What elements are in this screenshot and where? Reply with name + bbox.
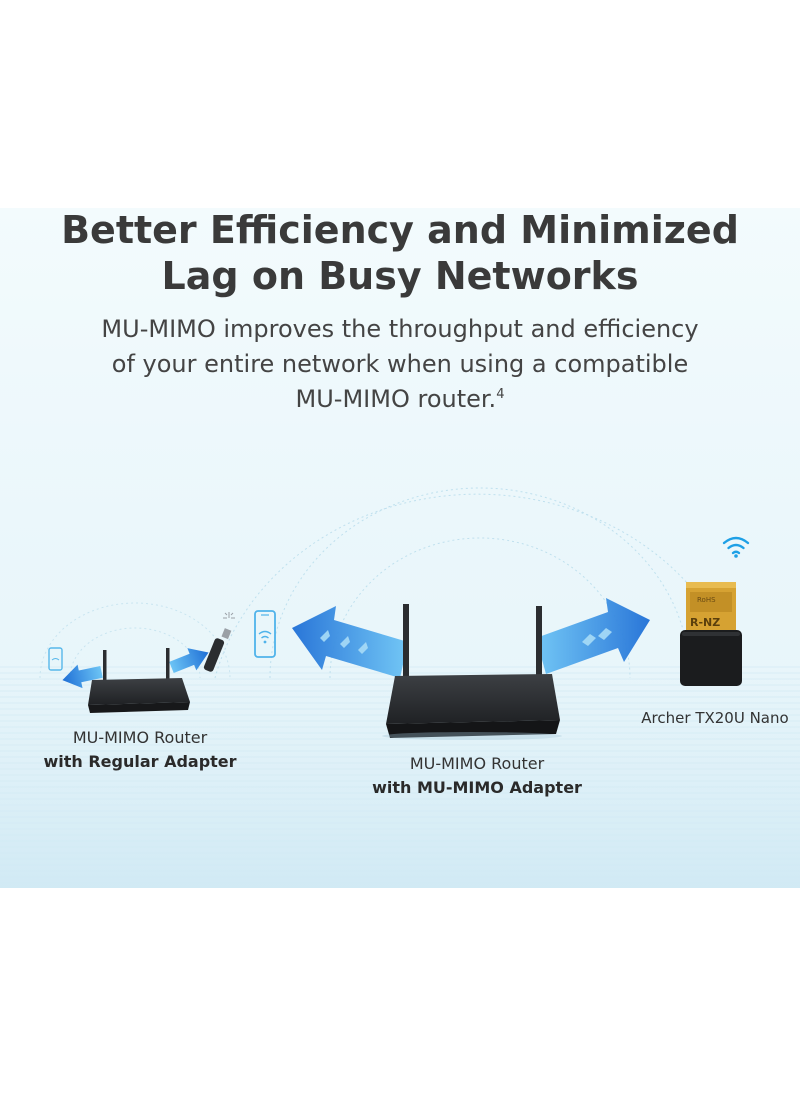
adapter-print-rnz: R-NZ bbox=[690, 616, 720, 629]
phone-icon bbox=[48, 647, 63, 671]
description-line-3: MU-MIMO router.4 bbox=[0, 382, 800, 417]
label-center: MU-MIMO Router with MU-MIMO Adapter bbox=[357, 752, 597, 800]
phone-icon bbox=[254, 610, 276, 658]
usb-adapter-icon bbox=[203, 612, 235, 672]
label-right-text: Archer TX20U Nano bbox=[641, 709, 789, 727]
signal-arrow-icon bbox=[292, 606, 408, 678]
description: MU-MIMO improves the throughput and effi… bbox=[0, 312, 800, 417]
title-line-2: Lag on Busy Networks bbox=[161, 254, 639, 298]
title-line-1: Better Efficiency and Minimized bbox=[61, 208, 739, 252]
signal-arrow-icon bbox=[62, 664, 103, 689]
wifi-icon bbox=[722, 536, 750, 555]
signal-arcs-center bbox=[214, 487, 741, 679]
nano-adapter-icon bbox=[680, 582, 742, 686]
signal-arrow-icon bbox=[169, 648, 209, 674]
feature-panel: RoHS R-NZ Better Efficiency and Minimize… bbox=[0, 208, 800, 888]
label-right: Archer TX20U Nano bbox=[630, 706, 800, 730]
signal-arrow-icon bbox=[536, 598, 650, 674]
label-left-line-2: with Regular Adapter bbox=[43, 752, 237, 771]
label-center-line-2: with MU-MIMO Adapter bbox=[372, 778, 582, 797]
footnote-marker: 4 bbox=[496, 387, 505, 402]
description-line-2: of your entire network when using a comp… bbox=[111, 350, 689, 378]
label-left: MU-MIMO Router with Regular Adapter bbox=[30, 726, 250, 774]
router-icon bbox=[88, 648, 190, 713]
description-line-1: MU-MIMO improves the throughput and effi… bbox=[101, 315, 699, 343]
label-center-line-1: MU-MIMO Router bbox=[409, 754, 545, 773]
adapter-print-rohs: RoHS bbox=[697, 596, 716, 604]
router-icon bbox=[382, 604, 562, 740]
description-line-3-text: MU-MIMO router. bbox=[295, 385, 497, 413]
label-left-line-1: MU-MIMO Router bbox=[72, 728, 208, 747]
network-illustration: RoHS R-NZ bbox=[0, 487, 800, 888]
